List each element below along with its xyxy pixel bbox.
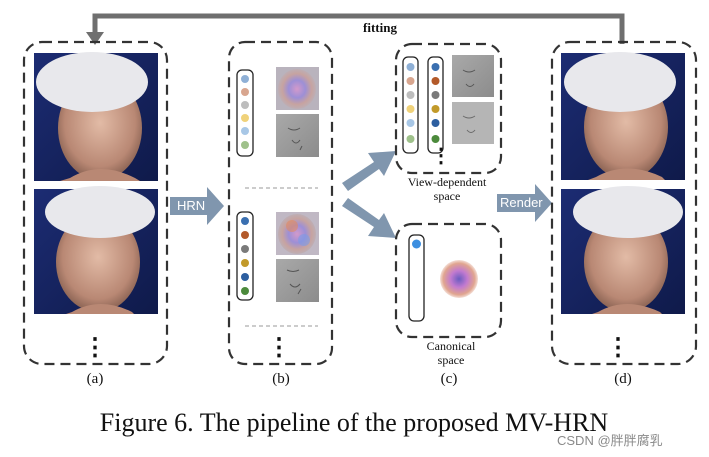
hrn-arrow-label: HRN	[177, 198, 206, 213]
arrow-to-canonical	[342, 198, 396, 238]
coefficient-bar-view-right	[427, 56, 444, 154]
texture-map-b-top	[276, 67, 319, 110]
face-photo-a-bottom	[34, 186, 158, 314]
coefficient-bar-b-top	[236, 69, 254, 157]
render-arrow-label: Render	[500, 195, 543, 210]
render-arrow	[497, 184, 552, 222]
texture-map-b-bottom	[276, 212, 319, 255]
view-dependent-box	[394, 42, 503, 175]
coefficient-bar-canonical	[408, 234, 425, 322]
stage-label-b: (b)	[272, 371, 290, 387]
view-dependent-label-2: space	[433, 189, 461, 203]
ellipsis-d: ⋮	[606, 335, 630, 361]
coefficient-bar-b-bottom	[236, 211, 254, 301]
view-dependent-label-1: View-dependent	[407, 175, 487, 189]
detail-map-b-top	[276, 114, 319, 157]
coefficient-bar-view-left	[402, 56, 419, 154]
canonical-box	[394, 222, 503, 339]
face-photo-a-top	[34, 52, 158, 181]
canonical-label-2: space	[437, 353, 465, 367]
canonical-label-1: Canonical	[426, 339, 476, 353]
ellipsis-a: ⋮	[83, 335, 107, 361]
stage-label-a: (a)	[86, 371, 104, 387]
fitting-label: fitting	[363, 20, 397, 35]
watermark-text: CSDN @胖胖腐乳	[557, 433, 663, 448]
detail-map-view-bottom	[452, 102, 494, 144]
stage-label-d: (d)	[614, 371, 632, 387]
stage-d-box	[550, 40, 698, 366]
arrow-to-view-dependent	[342, 151, 396, 191]
stage-b-box	[227, 40, 334, 366]
stage-a-box	[22, 40, 169, 366]
texture-map-canonical	[438, 257, 481, 300]
figure-caption: Figure 6. The pipeline of the proposed M…	[99, 408, 609, 437]
ellipsis-b: ⋮	[267, 335, 291, 361]
detail-map-b-bottom	[276, 259, 319, 302]
hrn-arrow	[170, 187, 224, 225]
ellipsis-c: ⋮	[431, 145, 451, 167]
detail-map-view-top	[452, 55, 494, 97]
stage-label-c: (c)	[440, 371, 458, 387]
rendered-face-d-top	[561, 52, 685, 180]
fitting-loop-arrow	[86, 13, 625, 45]
rendered-face-d-bottom	[561, 186, 685, 314]
